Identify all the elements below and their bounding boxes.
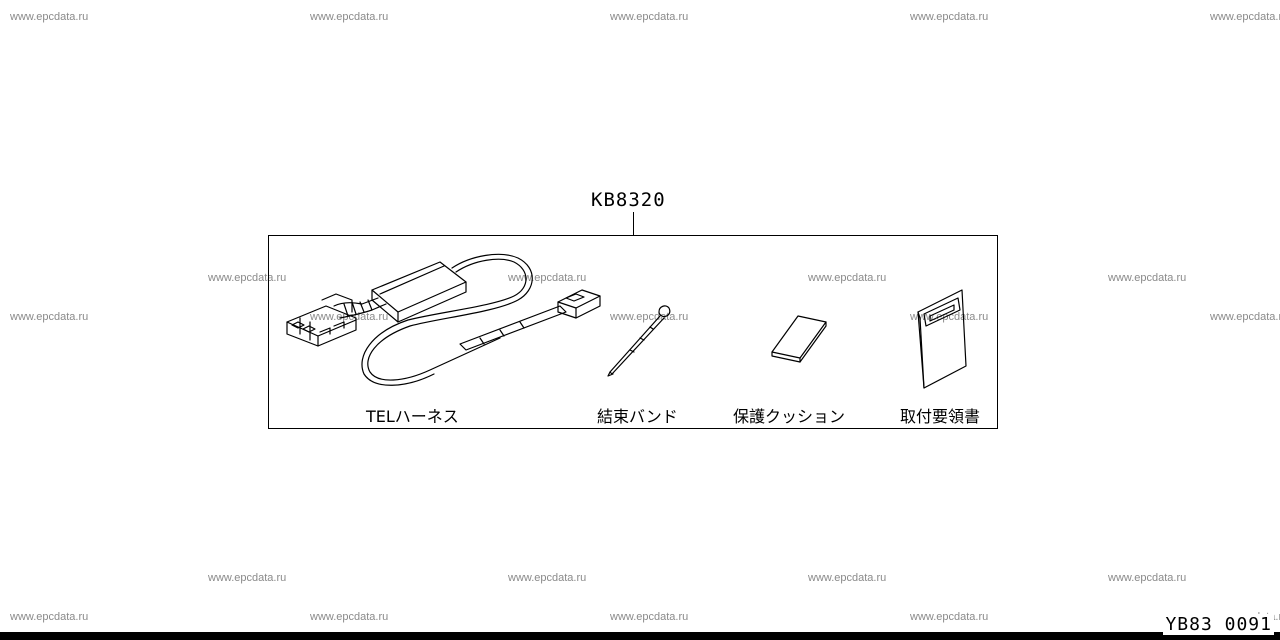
item-label-protective-cushion: 保護クッション: [733, 407, 846, 426]
item-label-installation-manual: 取付要領書: [900, 407, 981, 426]
watermark: www.epcdata.ru: [208, 572, 287, 584]
part-number-callout[interactable]: KB8320: [591, 189, 666, 211]
leader-line: [633, 212, 634, 236]
watermark: www.epcdata.ru: [910, 611, 989, 623]
watermark: www.epcdata.ru: [610, 11, 689, 23]
watermark: www.epcdata.ru: [310, 11, 389, 23]
watermark: www.epcdata.ru: [610, 611, 689, 623]
item-label-tel-harness: TELハーネス: [366, 407, 459, 426]
watermark: www.epcdata.ru: [808, 572, 887, 584]
watermark: www.epcdata.ru: [10, 611, 89, 623]
wire-harness-icon[interactable]: [286, 253, 601, 386]
watermark: www.epcdata.ru: [508, 272, 587, 284]
watermark: www.epcdata.ru: [808, 272, 887, 284]
instruction-sheet-icon[interactable]: [917, 289, 967, 389]
watermark: www.epcdata.ru: [10, 11, 89, 23]
cable-tie-icon[interactable]: [607, 305, 671, 377]
watermark: www.epcdata.ru: [10, 311, 89, 323]
watermark: www.epcdata.ru: [310, 311, 389, 323]
item-label-cable-tie: 結束バンド: [597, 407, 678, 426]
watermark: www.epcdata.ru: [1108, 272, 1187, 284]
watermark: www.epcdata.ru: [1108, 572, 1187, 584]
cushion-pad-icon[interactable]: [771, 315, 827, 363]
watermark: www.epcdata.ru: [1210, 11, 1280, 23]
watermark: www.epcdata.ru: [1210, 311, 1280, 323]
diagram-code: YB83 0091: [1163, 614, 1274, 635]
watermark: www.epcdata.ru: [310, 611, 389, 623]
kit-frame: [268, 235, 998, 429]
watermark: www.epcdata.ru: [910, 11, 989, 23]
watermark: www.epcdata.ru: [508, 572, 587, 584]
watermark: www.epcdata.ru: [208, 272, 287, 284]
bottom-bar: [0, 632, 1280, 640]
